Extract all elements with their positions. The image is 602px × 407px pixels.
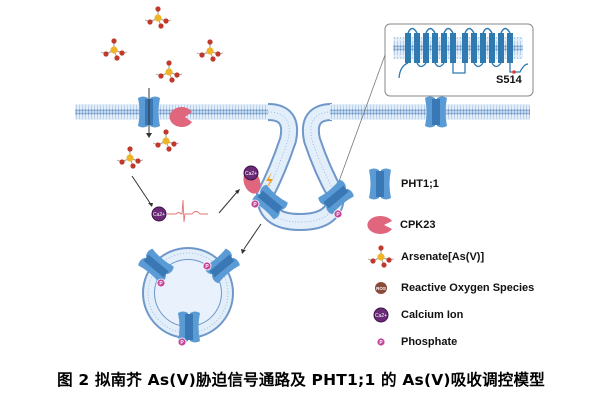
legend-label-ros: Reactive Oxygen Species [401,282,535,294]
phosphate-icon [202,261,212,271]
svg-text:ROS: ROS [376,286,386,291]
legend-label-arsenate: Arsenate[As(V)] [401,251,485,263]
arsenate-molecule-icon [144,5,172,30]
legend: ROS [367,168,395,347]
legend-label-pht1: PHT1;1 [401,178,439,190]
phosphate-icon [333,209,343,219]
cpk23-kinase-icon [169,106,192,127]
arsenate-molecule-icon [196,38,224,63]
s514-site-icon [512,70,516,74]
s514-label: S514 [496,74,522,86]
legend-label-calcium: Calcium Ion [401,309,464,321]
inset-pointer [337,54,386,185]
pht1-transporter-icon [425,96,447,128]
arsenate-molecule-icon [152,128,180,153]
arsenate-molecule-icon [367,244,395,269]
arsenate-molecule-icon [116,145,144,170]
ros-icon: ROS [375,282,387,294]
arsenate-molecule-icon [155,59,183,84]
calcium-to-cpk23-arrow [218,191,238,214]
legend-label-phosphate: Phosphate [401,336,458,348]
calcium-ion-icon [151,206,167,222]
arsenate-to-calcium-arrow [131,175,151,204]
phosphate-icon [156,278,166,288]
arsenate-molecule-icon [100,37,128,62]
cpk23-kinase-icon [367,216,392,235]
endocytosis-arrow [243,223,262,250]
calcium-signal-trace-icon [167,199,208,223]
phosphate-icon [177,337,187,347]
legend-label-cpk23: CPK23 [400,219,436,231]
phosphate-icon [376,337,386,347]
figure-caption: 图 2 拟南芥 As(V)胁迫信号通路及 PHT1;1 的 As(V)吸收调控模… [57,371,545,389]
transmembrane-helices [405,33,513,63]
calcium-ion-icon [243,165,259,181]
pht1-transporter-icon [369,168,391,200]
phosphate-icon [250,199,260,209]
calcium-ion-icon [373,307,389,323]
